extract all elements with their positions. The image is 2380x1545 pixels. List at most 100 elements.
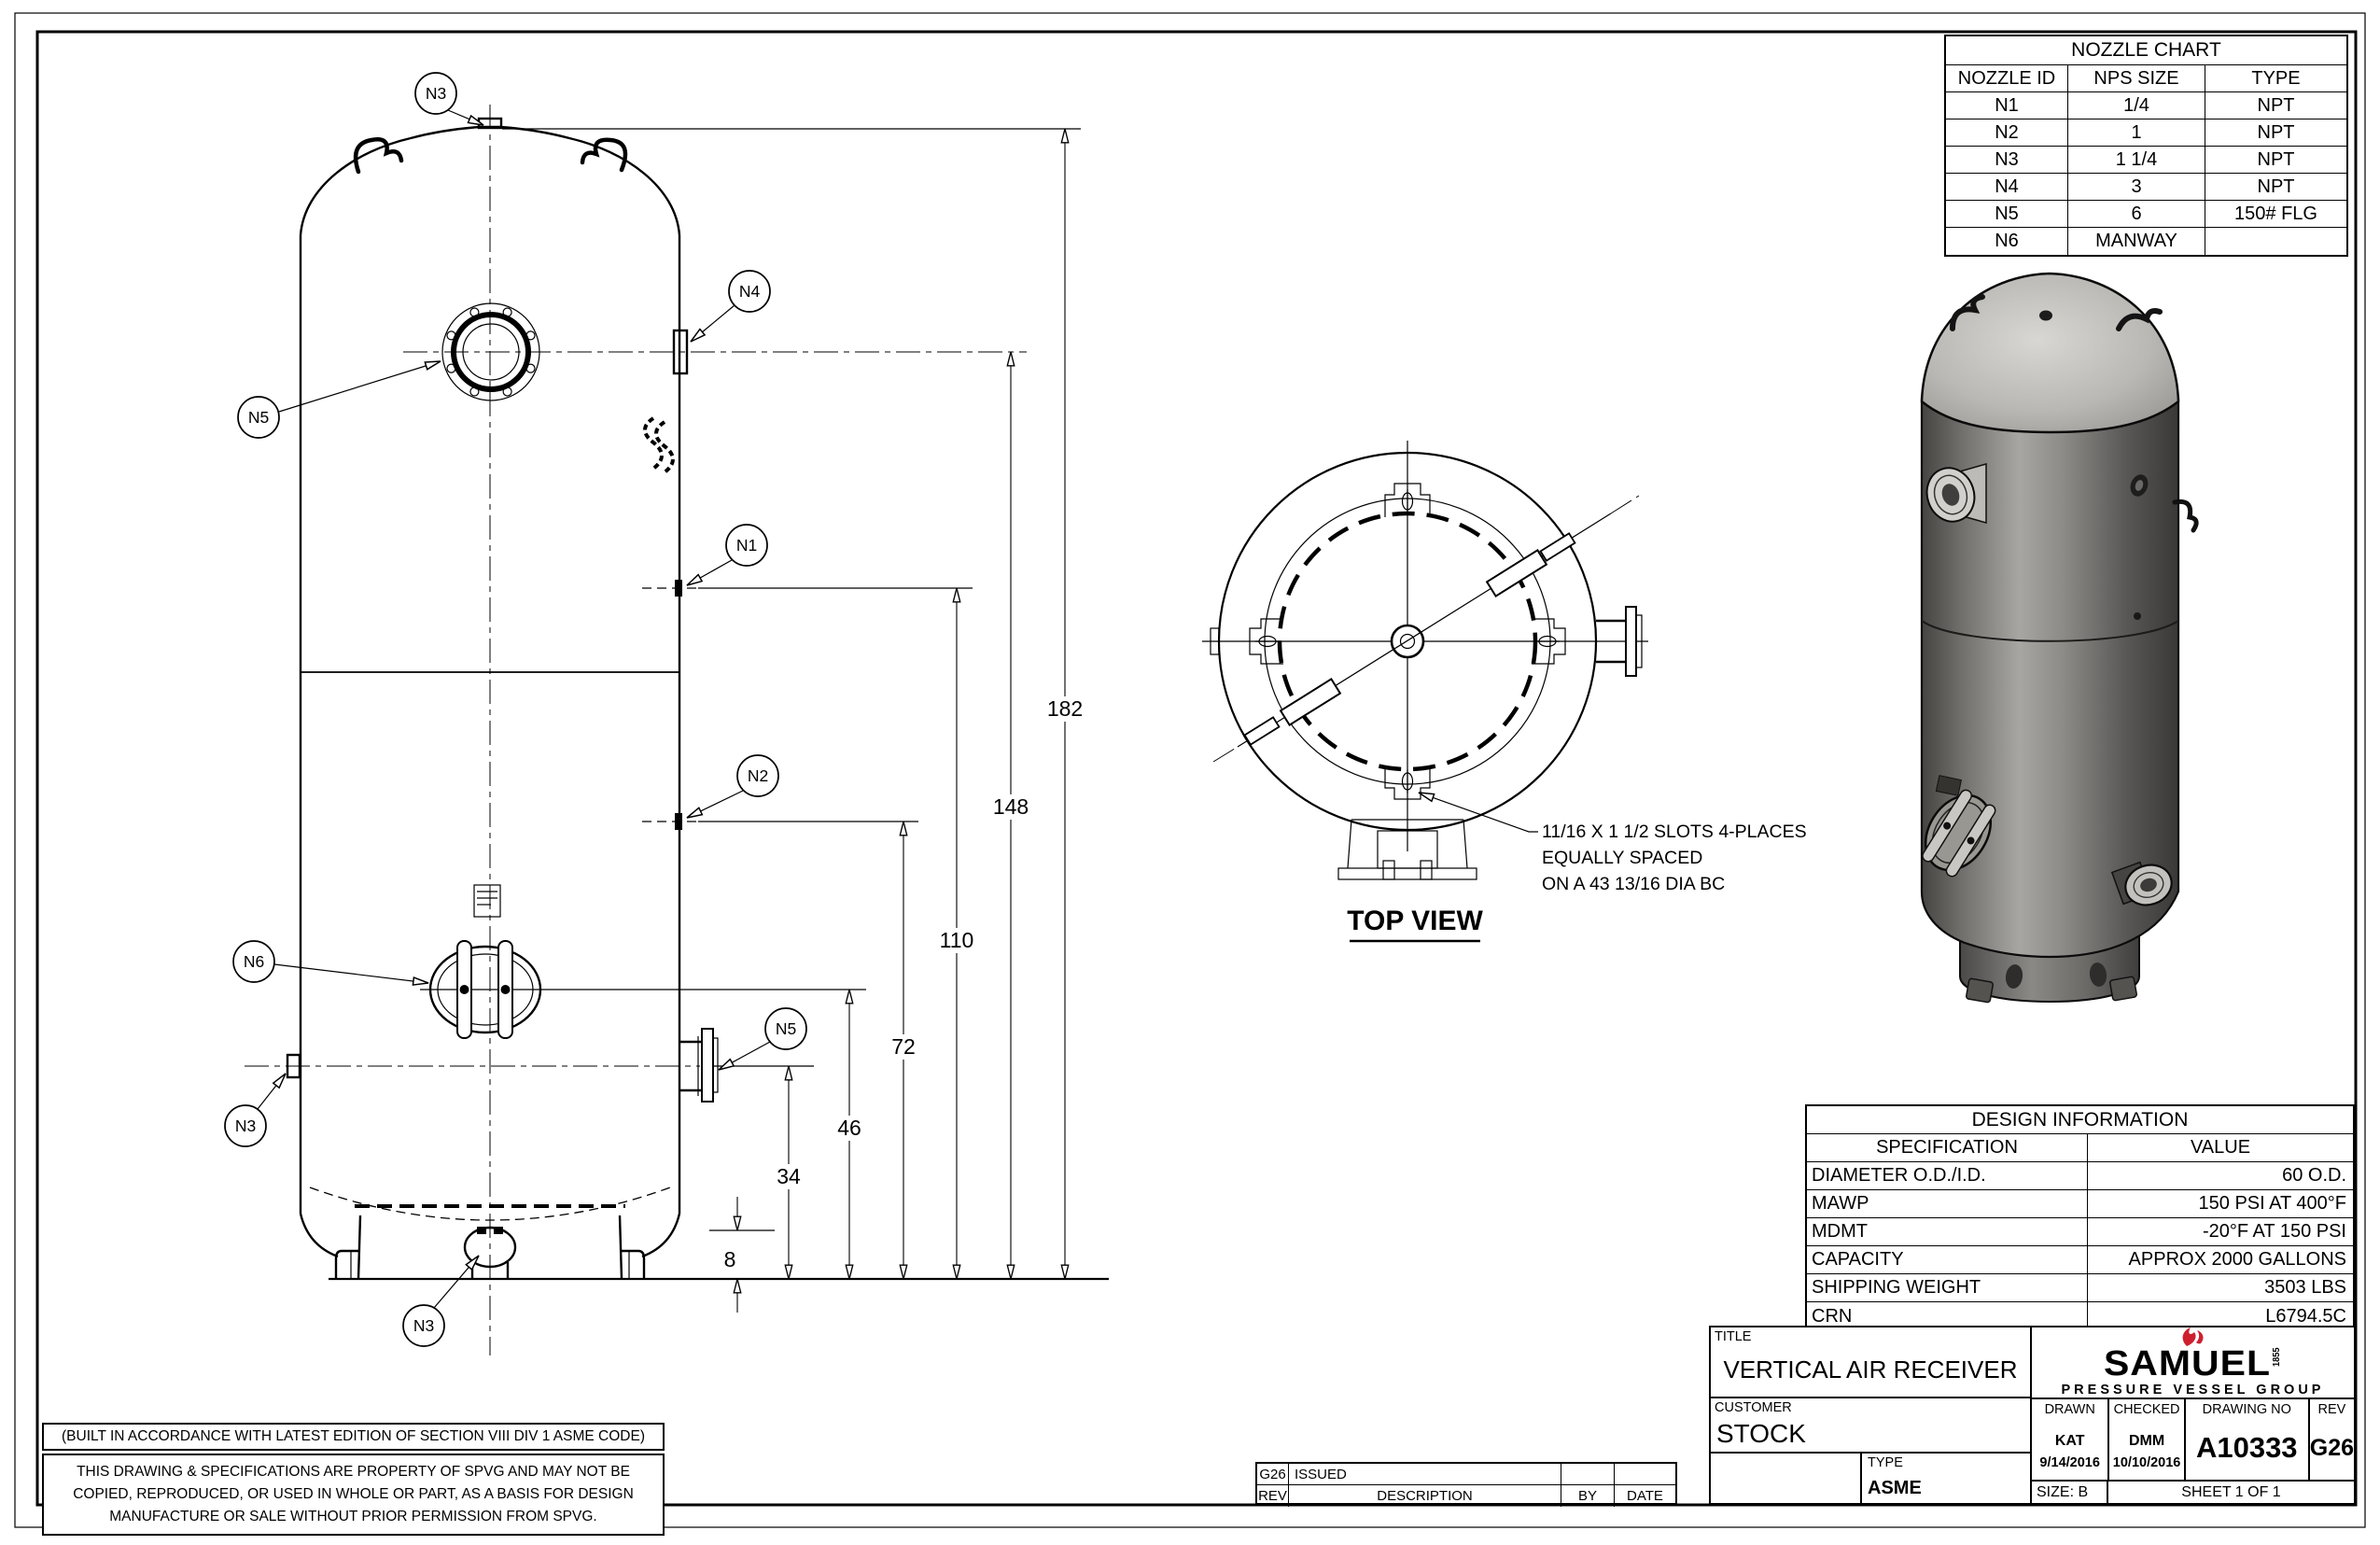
render-foot-left [1966, 977, 1994, 1004]
cell [2205, 228, 2346, 255]
render-skirt-slot-left [2005, 964, 2023, 989]
by-header: BY [1561, 1485, 1614, 1507]
nameplate-bracket [473, 884, 501, 918]
n3-left-nozzle [286, 1053, 301, 1079]
table-row: N6 MANWAY [1946, 228, 2346, 255]
balloon-n6 [232, 940, 275, 983]
render-nameplate [1935, 775, 1962, 796]
render-right-nozzle-bore [2135, 480, 2144, 491]
property-note: THIS DRAWING & SPECIFICATIONS ARE PROPER… [42, 1454, 665, 1536]
table-row: MAWP 150 PSI AT 400°F [1807, 1190, 2353, 1218]
type-label: TYPE [1868, 1455, 1903, 1471]
nozzle-chart-header: NOZZLE ID NPS SIZE TYPE [1946, 65, 2346, 92]
title-block: TITLE VERTICAL AIR RECEIVER CUSTOMER STO… [1709, 1326, 2356, 1505]
balloon-n2 [736, 754, 779, 797]
svg-text:N4: N4 [739, 282, 761, 301]
cell: 1 1/4 [2067, 147, 2205, 173]
table-row: N4 3 NPT [1946, 174, 2346, 201]
center-nozzle-bore [1399, 633, 1416, 650]
property-note-line2: COPIED, REPRODUCED, OR USED IN WHOLE OR … [73, 1485, 634, 1502]
balloon-n5-side [764, 1007, 807, 1050]
cell: 3 [2067, 174, 2205, 200]
revision-by [1561, 1464, 1614, 1484]
render-skirt-slot-right [2089, 962, 2107, 987]
diagonal-nozzle-lower [1279, 678, 1342, 726]
rev-label: REV [2317, 1401, 2346, 1417]
drawing-no-cell: DRAWING NO A10333 [2183, 1398, 2308, 1481]
bottom-skirt [299, 1187, 1109, 1281]
top-view-label: TOP VIEW [1347, 906, 1483, 936]
design-information-table: DESIGN INFORMATION SPECIFICATION VALUE D… [1805, 1104, 2355, 1332]
date-header: DATE [1614, 1485, 1675, 1507]
table-row: N2 1 NPT [1946, 119, 2346, 147]
customer-label: CUSTOMER [1715, 1400, 1792, 1416]
title-cell: TITLE VERTICAL AIR RECEIVER [1711, 1327, 2030, 1399]
drawn-label: DRAWN [2044, 1401, 2095, 1417]
cell: MDMT [1812, 1221, 1868, 1242]
svg-text:N1: N1 [736, 536, 757, 555]
lifting-lug-right [580, 137, 628, 173]
dim-72: 72 [891, 1034, 916, 1059]
render-left-flange [1925, 463, 1987, 524]
col-specification: SPECIFICATION [1876, 1137, 2018, 1158]
cell: 1 [2067, 119, 2205, 146]
render-top-head [1920, 272, 2180, 434]
render-top-nozzle [2039, 310, 2052, 321]
dim-182: 182 [1047, 696, 1083, 721]
asme-code-note: (BUILT IN ACCORDANCE WITH LATEST EDITION… [42, 1423, 665, 1451]
customer-value: STOCK [1716, 1419, 1806, 1449]
bottom-support [1337, 819, 1477, 880]
cell: NPT [2205, 174, 2346, 200]
checked-date: 10/10/2016 [2112, 1455, 2181, 1471]
type-cell: TYPE ASME [1862, 1454, 2030, 1503]
dimensions: 182 148 110 72 46 34 8 [502, 128, 1089, 1313]
table-row: MDMT -20°F AT 150 PSI [1807, 1218, 2353, 1246]
col-value: VALUE [2087, 1134, 2353, 1161]
svg-text:N5: N5 [248, 408, 269, 427]
svg-text:N3: N3 [413, 1316, 434, 1335]
cell: 3503 LBS [2087, 1274, 2353, 1301]
revision-rev: G26 [1259, 1466, 1286, 1482]
balloon-n3-bottom [402, 1304, 445, 1347]
balloon-n3-top [414, 72, 457, 115]
logo-name: SAMUEL [2103, 1342, 2272, 1383]
cell: SHIPPING WEIGHT [1812, 1277, 1981, 1298]
col-nozzle-id: NOZZLE ID [1957, 67, 2056, 89]
revision-row: G26 ISSUED [1257, 1464, 1675, 1485]
revision-description: ISSUED [1288, 1464, 1561, 1484]
drawn-by: KAT [2054, 1433, 2085, 1450]
n6-manway [420, 940, 866, 1039]
table-row: CAPACITY APPROX 2000 GALLONS [1807, 1246, 2353, 1274]
cell: 150# FLG [2205, 201, 2346, 227]
cell: N3 [1995, 148, 2019, 170]
n5-front-flange [441, 302, 540, 401]
checked-cell: CHECKED DMM 10/10/2016 [2107, 1398, 2183, 1481]
cell: MAWP [1812, 1193, 1869, 1214]
pipe-break-mark-2 [654, 420, 675, 474]
cell: N1 [1995, 94, 2019, 116]
n3-bottom-nozzle [463, 1226, 517, 1269]
balloon-n5-upper [237, 396, 280, 439]
render-lug-left [1950, 294, 1985, 331]
table-row: CRN L6794.5C [1807, 1302, 2353, 1330]
dim-8: 8 [724, 1247, 736, 1271]
svg-text:N3: N3 [235, 1117, 256, 1135]
checked-by: DMM [2128, 1433, 2165, 1450]
title-label: TITLE [1715, 1329, 1752, 1344]
checked-label: CHECKED [2113, 1401, 2180, 1417]
diagonal-tail-left [1212, 746, 1239, 763]
svg-text:N5: N5 [776, 1019, 796, 1038]
render-foot-right [2109, 976, 2137, 1002]
table-row: N1 1/4 NPT [1946, 92, 2346, 119]
diagonal-nozzle-upper [1485, 549, 1548, 597]
logo-year: 1855 [2272, 1347, 2283, 1367]
n2-nozzle [675, 813, 682, 830]
design-info-header: SPECIFICATION VALUE [1807, 1134, 2353, 1162]
dim-148: 148 [993, 794, 1029, 819]
drawing-no-label: DRAWING NO [2202, 1401, 2291, 1417]
property-note-line1: THIS DRAWING & SPECIFICATIONS ARE PROPER… [77, 1463, 630, 1480]
rev-cell: REV G26 [2307, 1398, 2354, 1481]
cell: 60 O.D. [2087, 1162, 2353, 1189]
